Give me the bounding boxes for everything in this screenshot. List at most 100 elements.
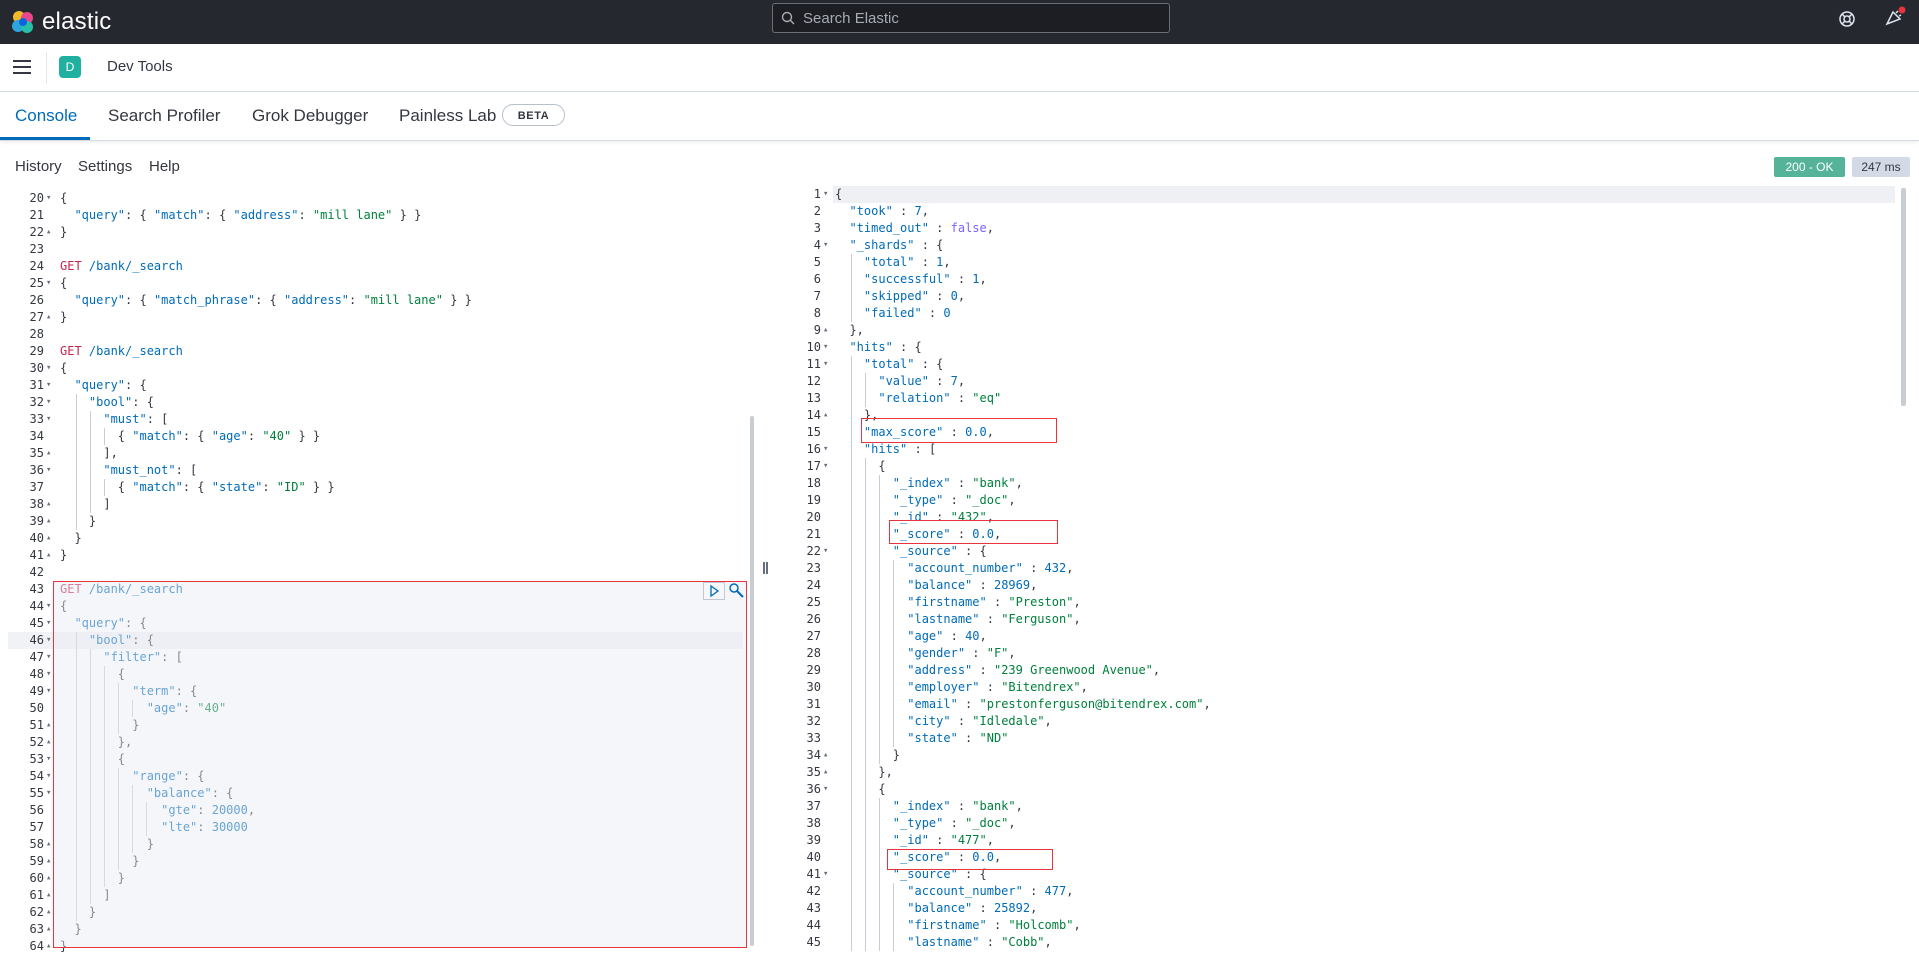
line-number: 15	[775, 424, 821, 441]
indent-guide	[851, 254, 852, 271]
code-line: 1▾{	[775, 186, 1895, 203]
indent-guide	[893, 934, 894, 951]
code-text: {	[835, 781, 886, 798]
indent-guide	[865, 577, 866, 594]
indent-guide	[90, 462, 91, 479]
fold-open-icon[interactable]: ▾	[46, 615, 51, 632]
fold-open-icon[interactable]: ▾	[823, 543, 828, 560]
fold-open-icon[interactable]: ▾	[46, 751, 51, 768]
fold-open-icon[interactable]: ▾	[46, 394, 51, 411]
settings-link[interactable]: Settings	[78, 158, 132, 175]
request-scrollbar[interactable]	[750, 416, 754, 946]
indent-guide	[851, 577, 852, 594]
indent-guide	[865, 628, 866, 645]
code-line: 17▾ {	[775, 458, 1895, 475]
indent-guide	[865, 526, 866, 543]
fold-close-icon[interactable]: ▴	[46, 734, 51, 751]
tab-grok-debugger[interactable]: Grok Debugger	[252, 106, 368, 126]
fold-close-icon[interactable]: ▴	[46, 717, 51, 734]
fold-open-icon[interactable]: ▾	[823, 237, 828, 254]
fold-open-icon[interactable]: ▾	[46, 360, 51, 377]
fold-open-icon[interactable]: ▾	[46, 768, 51, 785]
global-search[interactable]	[772, 3, 1170, 33]
code-line: 28 "gender" : "F",	[775, 645, 1895, 662]
line-number: 52	[8, 734, 44, 751]
line-number: 31	[775, 696, 821, 713]
send-request-button[interactable]	[703, 582, 725, 600]
fold-close-icon[interactable]: ▴	[46, 309, 51, 326]
fold-open-icon[interactable]: ▾	[823, 458, 828, 475]
code-text: { "match": { "state": "ID" } }	[60, 479, 335, 496]
header-divider	[46, 52, 47, 84]
fold-open-icon[interactable]: ▾	[46, 666, 51, 683]
fold-close-icon[interactable]: ▴	[46, 904, 51, 921]
indent-guide	[879, 475, 880, 492]
indent-guide	[879, 577, 880, 594]
code-line: 10▾ "hits" : {	[775, 339, 1895, 356]
fold-open-icon[interactable]: ▾	[823, 781, 828, 798]
fold-close-icon[interactable]: ▴	[823, 407, 828, 424]
indent-guide	[893, 628, 894, 645]
fold-close-icon[interactable]: ▴	[46, 445, 51, 462]
line-number: 41	[775, 866, 821, 883]
fold-close-icon[interactable]: ▴	[46, 224, 51, 241]
code-line: 29 "address" : "239 Greenwood Avenue",	[775, 662, 1895, 679]
fold-open-icon[interactable]: ▾	[823, 441, 828, 458]
code-line: 33▾ "must": [	[8, 411, 755, 428]
code-line: 19 "_type" : "_doc",	[775, 492, 1895, 509]
request-actions-button[interactable]	[728, 582, 746, 600]
code-text: "address" : "239 Greenwood Avenue",	[835, 662, 1160, 679]
fold-close-icon[interactable]: ▴	[823, 747, 828, 764]
history-link[interactable]: History	[15, 158, 62, 175]
tab-painless-lab[interactable]: Painless Lab	[399, 106, 496, 126]
fold-open-icon[interactable]: ▾	[46, 411, 51, 428]
fold-open-icon[interactable]: ▾	[823, 866, 828, 883]
line-number: 3	[775, 220, 821, 237]
response-scrollbar[interactable]	[1901, 188, 1906, 406]
fold-open-icon[interactable]: ▾	[46, 785, 51, 802]
fold-close-icon[interactable]: ▴	[46, 530, 51, 547]
fold-open-icon[interactable]: ▾	[46, 275, 51, 292]
fold-close-icon[interactable]: ▴	[46, 887, 51, 904]
fold-open-icon[interactable]: ▾	[823, 339, 828, 356]
search-input[interactable]	[801, 9, 1145, 28]
fold-open-icon[interactable]: ▾	[46, 649, 51, 666]
fold-open-icon[interactable]: ▾	[46, 683, 51, 700]
elastic-logo[interactable]: elastic	[10, 8, 111, 36]
line-number: 30	[775, 679, 821, 696]
tab-search-profiler[interactable]: Search Profiler	[108, 106, 220, 126]
fold-close-icon[interactable]: ▴	[46, 870, 51, 887]
fold-open-icon[interactable]: ▾	[46, 377, 51, 394]
line-number: 26	[775, 611, 821, 628]
code-line: 18 "_index" : "bank",	[775, 475, 1895, 492]
help-icon[interactable]	[1838, 10, 1856, 28]
fold-open-icon[interactable]: ▾	[46, 632, 51, 649]
fold-open-icon[interactable]: ▾	[823, 186, 828, 203]
pane-resizer[interactable]	[763, 562, 769, 578]
fold-close-icon[interactable]: ▴	[46, 547, 51, 564]
fold-close-icon[interactable]: ▴	[823, 764, 828, 781]
fold-open-icon[interactable]: ▾	[46, 598, 51, 615]
fold-close-icon[interactable]: ▴	[46, 836, 51, 853]
fold-close-icon[interactable]: ▴	[823, 322, 828, 339]
fold-close-icon[interactable]: ▴	[46, 921, 51, 938]
indent-guide	[865, 798, 866, 815]
help-link[interactable]: Help	[149, 158, 180, 175]
fold-close-icon[interactable]: ▴	[46, 853, 51, 870]
code-text: "city" : "Idledale",	[835, 713, 1052, 730]
indent-guide	[851, 475, 852, 492]
fold-close-icon[interactable]: ▴	[46, 513, 51, 530]
score-highlight-1	[889, 520, 1058, 544]
tab-console[interactable]: Console	[15, 106, 77, 126]
code-text: {	[60, 275, 67, 292]
space-avatar[interactable]: D	[59, 56, 81, 78]
fold-close-icon[interactable]: ▴	[46, 938, 51, 955]
fold-open-icon[interactable]: ▾	[46, 462, 51, 479]
fold-open-icon[interactable]: ▾	[46, 190, 51, 207]
response-editor[interactable]: 1▾{2 "took" : 7,3 "timed_out" : false,4▾…	[775, 186, 1895, 957]
menu-icon[interactable]	[13, 60, 31, 74]
newsfeed-icon[interactable]	[1884, 6, 1906, 28]
fold-close-icon[interactable]: ▴	[46, 496, 51, 513]
code-text: "successful" : 1,	[835, 271, 987, 288]
fold-open-icon[interactable]: ▾	[823, 356, 828, 373]
